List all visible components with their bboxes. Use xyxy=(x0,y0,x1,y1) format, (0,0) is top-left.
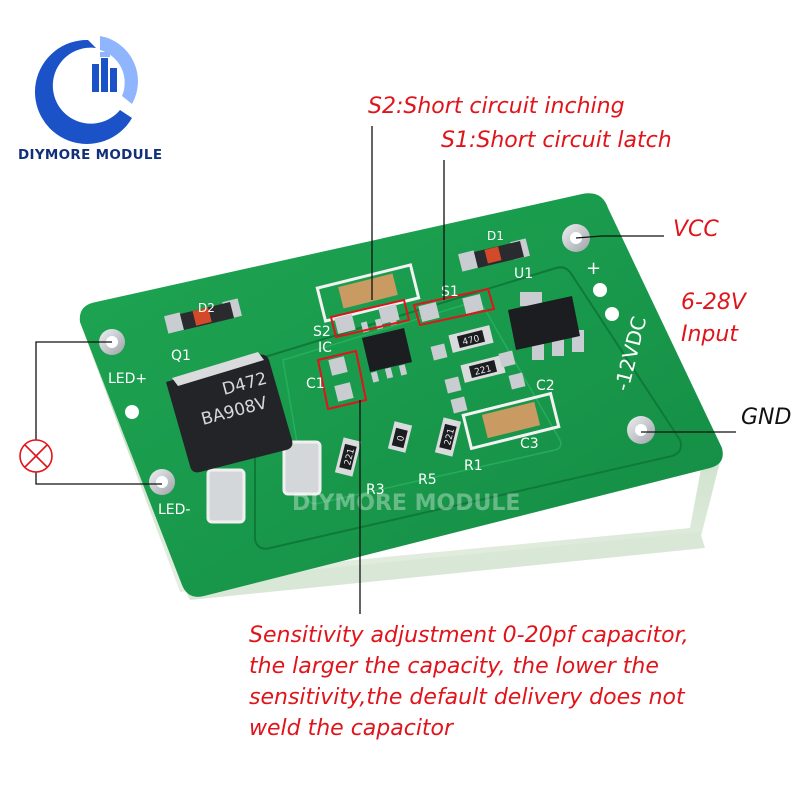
annotation-s1: S1:Short circuit latch xyxy=(441,128,672,153)
diymore-logo-icon xyxy=(34,36,138,144)
solder-pads xyxy=(328,294,526,414)
mounting-hole xyxy=(627,416,655,444)
annotation-gnd: GND xyxy=(741,405,792,430)
mosfet-chip: D472 BA908V xyxy=(166,352,322,524)
regulator-chip xyxy=(508,292,584,360)
capacitor-c3 xyxy=(461,391,561,451)
mounting-hole xyxy=(605,307,619,321)
capacitor-top xyxy=(315,263,421,323)
sensitivity-line: the larger the capacity, the lower the xyxy=(249,654,659,679)
leader-lines xyxy=(359,126,736,614)
silk-s1: S1 xyxy=(441,284,459,300)
mounting-hole xyxy=(149,469,175,495)
resistor-block: 221 xyxy=(460,355,506,383)
diode-d2 xyxy=(164,298,242,334)
led-circuit xyxy=(35,341,162,485)
silk-r1: R1 xyxy=(464,458,483,474)
annotation-input-label: Input xyxy=(681,322,738,347)
switch-pad-highlight xyxy=(316,287,496,411)
silk-plus: + xyxy=(586,258,601,279)
resistor-code: 221 xyxy=(474,364,493,378)
diode-d1 xyxy=(458,238,530,272)
sensitivity-line: sensitivity,the default delivery does no… xyxy=(249,685,685,710)
mounting-hole xyxy=(125,405,139,419)
silk-q1: Q1 xyxy=(171,348,191,364)
annotation-s2: S2:Short circuit inching xyxy=(368,94,625,119)
mounting-hole xyxy=(593,283,607,297)
resistor-block: 0 xyxy=(387,421,413,453)
silk-led-minus: LED- xyxy=(158,502,190,518)
silk-ic: IC xyxy=(318,340,332,356)
annotation-vcc: VCC xyxy=(673,217,719,242)
silk-c3: C3 xyxy=(520,436,539,452)
lamp-icon xyxy=(19,439,53,473)
silk-d1: D1 xyxy=(487,229,504,243)
silk-r3: R3 xyxy=(366,482,385,498)
sensitivity-line: weld the capacitor xyxy=(249,716,454,741)
resistor-code: 221 xyxy=(343,447,357,466)
brand-name: DIYMORE MODULE xyxy=(18,147,163,163)
resistor-code: 221 xyxy=(443,427,457,446)
annotation-sensitivity: Sensitivity adjustment 0-20pf capacitor,… xyxy=(249,620,689,744)
silk-led-plus: LED+ xyxy=(108,371,147,387)
silk-s2: S2 xyxy=(313,324,331,340)
silk-c1: C1 xyxy=(306,376,325,392)
annotation-input-range: 6-28V xyxy=(681,290,746,315)
silk-r5: R5 xyxy=(418,472,437,488)
pcb-board: D472 BA908V xyxy=(79,193,723,600)
resistor-code: 470 xyxy=(462,334,481,348)
resistor-block: 221 xyxy=(334,437,362,477)
silk-d2: D2 xyxy=(198,301,215,315)
silk-u1: U1 xyxy=(514,266,533,282)
sensitivity-line: Sensitivity adjustment 0-20pf capacitor, xyxy=(249,623,689,648)
resistor-code: 0 xyxy=(396,434,407,442)
watermark: DIYMORE MODULE xyxy=(292,491,520,516)
resistor-block: 470 xyxy=(448,325,494,353)
silk-c2: C2 xyxy=(536,378,555,394)
resistor-block: 221 xyxy=(434,417,462,457)
